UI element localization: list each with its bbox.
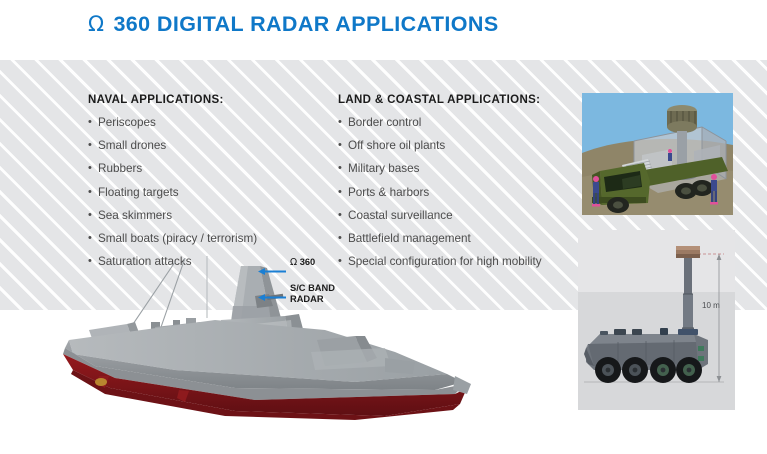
page-title-text: 360 DIGITAL RADAR APPLICATIONS bbox=[113, 12, 499, 36]
list-item-label: Periscopes bbox=[98, 116, 156, 129]
list-item: • Military bases bbox=[338, 162, 573, 185]
list-item: • Off shore oil plants bbox=[338, 139, 573, 162]
figure-inside bbox=[668, 149, 672, 161]
list-item: • Coastal surveillance bbox=[338, 209, 573, 232]
bullet-icon: • bbox=[88, 231, 92, 244]
omega-symbol-icon: Ω bbox=[88, 12, 105, 36]
bullet-icon: • bbox=[88, 139, 92, 152]
wheeled-apc-mast-render: 10 m bbox=[578, 230, 735, 410]
bullet-icon: • bbox=[338, 139, 342, 152]
naval-applications-column: NAVAL APPLICATIONS: • Periscopes • Small d… bbox=[88, 94, 328, 278]
list-item: • Saturation attacks bbox=[88, 255, 328, 278]
figure-right bbox=[710, 174, 718, 205]
callout-line-2: RADAR bbox=[290, 293, 324, 304]
bullet-icon: • bbox=[338, 255, 342, 268]
list-item: • Small boats (piracy / terrorism) bbox=[88, 232, 328, 255]
list-item-label: Small drones bbox=[98, 139, 167, 153]
list-item-label: Ports & harbors bbox=[348, 185, 430, 199]
land-coastal-applications-column: LAND & COASTAL APPLICATIONS: • Border con… bbox=[338, 94, 573, 278]
list-item-label: Coastal surveillance bbox=[348, 208, 453, 222]
list-item: • Ports & harbors bbox=[338, 186, 573, 209]
arrow-left-icon bbox=[258, 262, 286, 275]
list-item-label: Military bases bbox=[348, 162, 420, 176]
list-item-label: Sea skimmers bbox=[98, 208, 173, 222]
land-coastal-applications-heading: LAND & COASTAL APPLICATIONS: bbox=[338, 94, 541, 106]
naval-applications-list: • Periscopes • Small drones • Rubbers • Floa… bbox=[88, 116, 328, 278]
callout-line-1: S/C BAND bbox=[290, 283, 335, 293]
land-coastal-applications-list: • Border control • Off shore oil plants • M… bbox=[338, 116, 573, 278]
bullet-icon: • bbox=[338, 185, 342, 198]
list-item-label: Border control bbox=[348, 116, 422, 129]
list-item: • Sea skimmers bbox=[88, 209, 328, 232]
omega-symbol-icon: Ω bbox=[290, 257, 298, 268]
bullet-icon: • bbox=[338, 208, 342, 221]
list-item: • Rubbers bbox=[88, 162, 328, 185]
bullet-icon: • bbox=[88, 185, 92, 198]
callout-omega-360-label: Ω 360 bbox=[290, 257, 315, 269]
list-item-label: Rubbers bbox=[98, 162, 143, 176]
list-item-label: Small boats (piracy / terrorism) bbox=[98, 231, 258, 245]
bullet-icon: • bbox=[88, 116, 92, 128]
slide-header: Ω 360 DIGITAL RADAR APPLICATIONS bbox=[0, 0, 767, 60]
list-item: • Battlefield management bbox=[338, 232, 573, 255]
page-title: Ω 360 DIGITAL RADAR APPLICATIONS bbox=[88, 12, 499, 37]
bullet-icon: • bbox=[88, 208, 92, 221]
bullet-icon: • bbox=[338, 162, 342, 175]
list-item-label: Special configuration for high mobility bbox=[348, 255, 542, 269]
list-item: • Floating targets bbox=[88, 186, 328, 209]
list-item: • Special configuration for high mobility bbox=[338, 255, 573, 278]
callout-omega-360: Ω 360 bbox=[258, 257, 388, 275]
list-item: • Periscopes bbox=[88, 116, 328, 139]
bullet-icon: • bbox=[338, 116, 342, 128]
callout-omega-360-value: 360 bbox=[299, 257, 316, 267]
list-item-label: Floating targets bbox=[98, 185, 179, 199]
list-item-label: Off shore oil plants bbox=[348, 139, 446, 153]
list-item-label: Battlefield management bbox=[348, 231, 471, 245]
arrow-left-icon bbox=[258, 288, 286, 301]
stealth-frigate-illustration bbox=[55, 248, 475, 423]
list-item: • Border control bbox=[338, 116, 573, 139]
figure-left bbox=[592, 176, 600, 207]
list-item: • Small drones bbox=[88, 139, 328, 162]
svg-text:10 m: 10 m bbox=[702, 301, 720, 310]
bullet-icon: • bbox=[338, 231, 342, 244]
bullet-icon: • bbox=[88, 162, 92, 175]
list-item-label: Saturation attacks bbox=[98, 255, 192, 269]
bullet-icon: • bbox=[88, 255, 92, 268]
naval-applications-heading: NAVAL APPLICATIONS: bbox=[88, 94, 224, 106]
radar-shelter-truck-render bbox=[582, 93, 733, 215]
